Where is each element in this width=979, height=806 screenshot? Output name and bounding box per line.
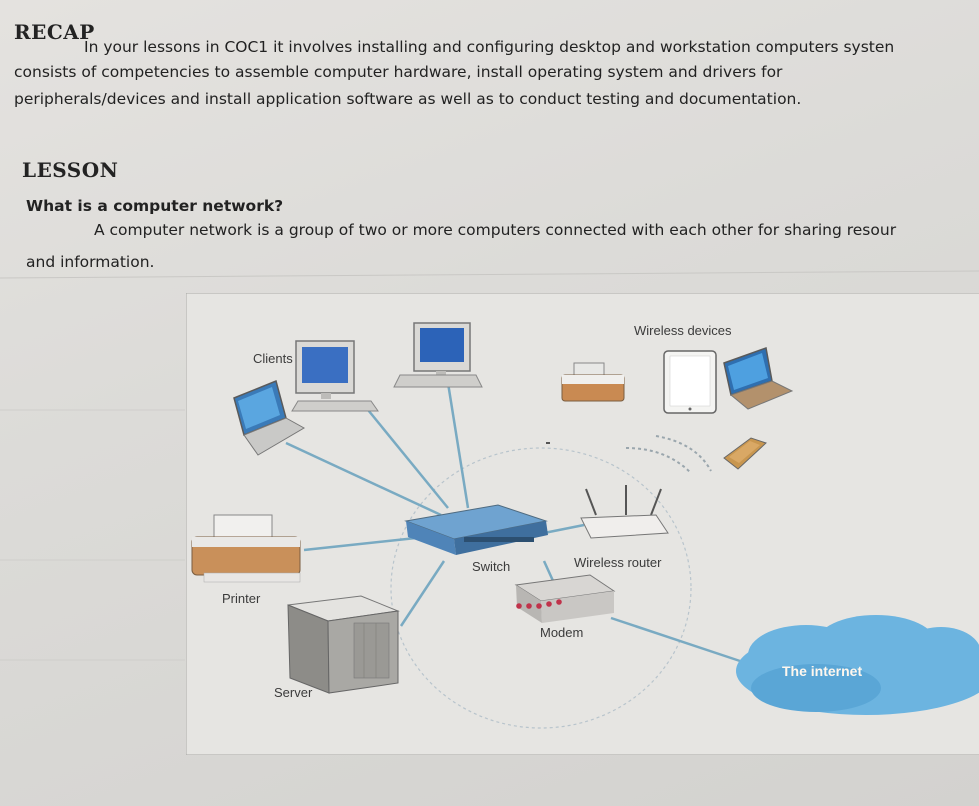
recap-paragraph-line-3: peripherals/devices and install applicat… xyxy=(14,90,802,108)
switch-icon xyxy=(404,504,548,555)
lesson-heading: LESSON xyxy=(22,158,119,182)
wireless-printer-icon xyxy=(561,362,625,402)
recap-paragraph-line-1: In your lessons in COC1 it involves inst… xyxy=(84,38,895,56)
lesson-paragraph-line-2: and information. xyxy=(26,253,155,271)
network-printer-icon xyxy=(191,514,301,583)
cable-desktop2-switch xyxy=(446,382,470,509)
cable-server-switch xyxy=(399,560,446,627)
wireless-router-icon xyxy=(580,485,669,539)
recap-paragraph-line-2: consists of competencies to assemble com… xyxy=(14,63,783,81)
network-cables xyxy=(285,382,747,665)
cable-modem-internet xyxy=(610,616,747,665)
modem-icon xyxy=(514,574,616,623)
cable-switch-modem xyxy=(542,560,556,584)
label-the-internet: The internet xyxy=(782,663,863,679)
label-wireless-router: Wireless router xyxy=(574,555,662,570)
desktop-client-1-icon xyxy=(291,340,379,412)
tablet-icon xyxy=(663,350,717,414)
lesson-paragraph-line-1: A computer network is a group of two or … xyxy=(94,221,897,239)
cable-switch-router xyxy=(543,523,585,535)
label-switch: Switch xyxy=(472,559,511,574)
laptop-wireless-icon xyxy=(723,346,794,410)
server-tower-icon xyxy=(287,595,400,694)
label-printer: Printer xyxy=(222,591,261,606)
lan-boundary-ellipse xyxy=(390,447,692,729)
cable-laptop-switch xyxy=(285,441,442,517)
lesson-question: What is a computer network? xyxy=(26,197,284,215)
wireless-wave-1 xyxy=(625,447,692,474)
desktop-client-2-icon xyxy=(393,322,483,388)
wireless-wave-2 xyxy=(655,435,712,472)
recap-heading: RECAP xyxy=(14,20,95,44)
network-diagram: Clients Wireless devices Switch Wireless… xyxy=(186,293,979,755)
smartphone-icon xyxy=(723,437,767,470)
cable-printer-switch xyxy=(303,536,417,552)
wireless-waves xyxy=(625,435,712,474)
label-wireless-devices: Wireless devices xyxy=(634,323,732,338)
label-server: Server xyxy=(274,685,313,700)
laptop-client-icon xyxy=(233,379,306,456)
internet-cloud-icon xyxy=(736,615,979,715)
label-clients: Clients xyxy=(253,351,293,366)
label-modem: Modem xyxy=(540,625,584,640)
network-diagram-art xyxy=(186,293,979,755)
cable-desktop1-switch xyxy=(363,404,449,509)
